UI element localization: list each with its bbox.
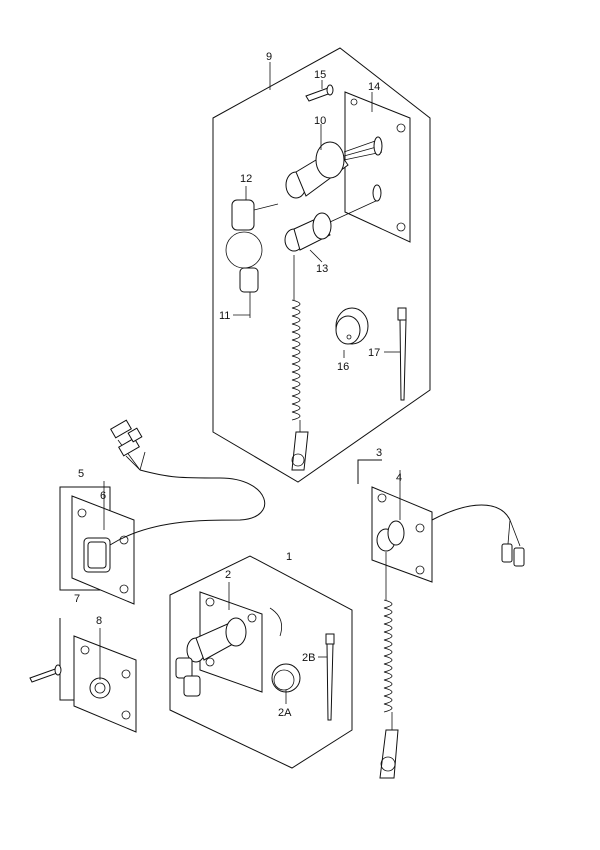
callout-17: 17: [368, 347, 380, 359]
callout-8: 8: [96, 615, 102, 627]
group-9-panel: [212, 47, 431, 483]
group-3-switch: [357, 459, 525, 779]
callout-2B: 2B: [302, 652, 315, 664]
callout-7: 7: [74, 593, 80, 605]
key-12: [225, 186, 279, 269]
stop-switch-13: [284, 184, 382, 263]
callout-2A: 2A: [278, 707, 292, 719]
callout-16: 16: [337, 361, 349, 373]
callout-13: 13: [316, 263, 328, 275]
lanyard-coil-9: [291, 255, 309, 471]
callout-3: 3: [376, 447, 382, 459]
callout-15: 15: [314, 69, 326, 81]
group-1-panel: [169, 555, 353, 769]
key-switch-10: [285, 124, 383, 199]
callout-4: 4: [396, 472, 402, 484]
callout-12: 12: [240, 173, 252, 185]
callout-10: 10: [314, 115, 326, 127]
callout-11: 11: [219, 310, 230, 322]
callout-1: 1: [286, 551, 292, 563]
callout-5: 5: [78, 468, 84, 480]
cap-16: [335, 307, 369, 358]
group-5-switch: [59, 419, 266, 605]
callout-6: 6: [100, 490, 106, 502]
mounting-plate-14: [344, 91, 411, 243]
callout-14: 14: [368, 81, 380, 93]
screw-15: [305, 80, 334, 102]
key-11: [233, 267, 259, 318]
callout-2: 2: [225, 569, 231, 581]
group-7-switch: [29, 618, 137, 733]
callout-9: 9: [266, 51, 272, 63]
cable-tie-17: [384, 307, 407, 401]
